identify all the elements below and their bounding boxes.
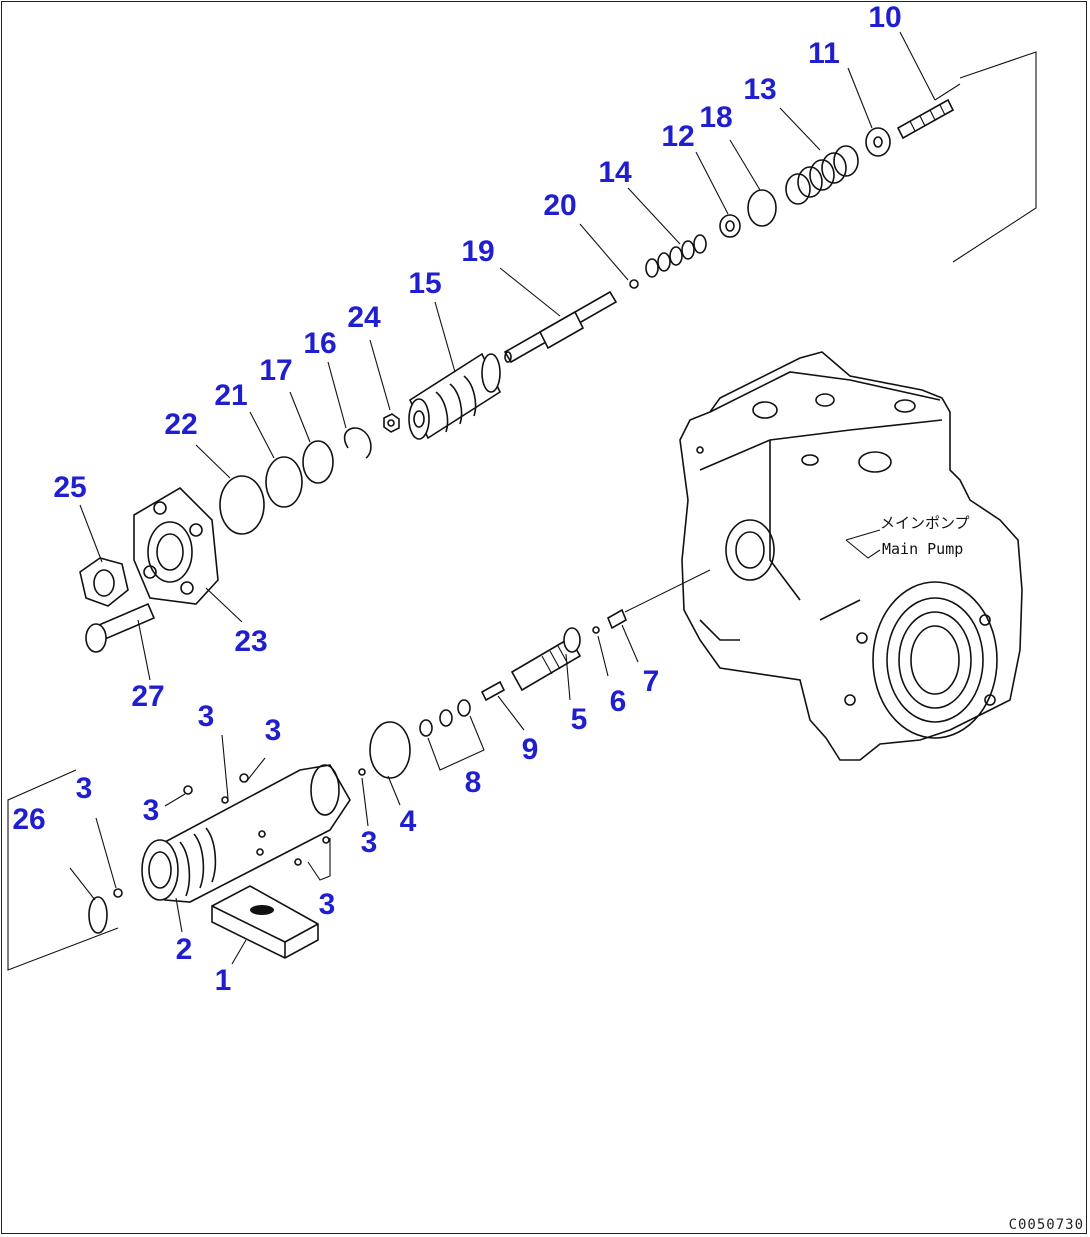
part-7-plug bbox=[606, 608, 628, 630]
part-10-bolt bbox=[896, 98, 955, 140]
callout-18: 18 bbox=[699, 101, 733, 134]
part-24-nut bbox=[383, 413, 400, 433]
callout-16: 16 bbox=[303, 327, 337, 360]
callout-12: 12 bbox=[661, 120, 695, 153]
callout-3-top-left: 3 bbox=[197, 700, 215, 733]
main-pump-label-en: Main Pump bbox=[882, 540, 964, 558]
part-20-ball bbox=[629, 279, 639, 289]
callout-6: 6 bbox=[609, 685, 627, 718]
callout-10: 10 bbox=[868, 1, 902, 34]
part-27-bolt bbox=[85, 602, 156, 653]
part-9-pin bbox=[480, 680, 506, 702]
callout-26: 26 bbox=[12, 803, 46, 836]
callout-3-top-right: 3 bbox=[264, 714, 282, 747]
part-22-oring bbox=[219, 475, 265, 535]
callout-2: 2 bbox=[175, 933, 193, 966]
callout-17: 17 bbox=[259, 354, 293, 387]
callout-1: 1 bbox=[214, 964, 232, 997]
callout-3-right: 3 bbox=[360, 826, 378, 859]
part-16-snapring bbox=[343, 427, 372, 459]
callout-14: 14 bbox=[598, 156, 632, 189]
part-25-nut bbox=[79, 557, 129, 607]
part-1-plate bbox=[211, 885, 319, 959]
part-12-seat bbox=[719, 214, 741, 238]
callout-15: 15 bbox=[408, 267, 442, 300]
part-19-spool bbox=[503, 290, 618, 364]
part-4-oring bbox=[369, 721, 411, 779]
part-17-oring bbox=[302, 440, 334, 484]
part-13-spring bbox=[785, 145, 859, 205]
callout-27: 27 bbox=[131, 680, 165, 713]
main-pump-housing bbox=[679, 351, 1023, 761]
part-18-oring bbox=[747, 189, 777, 227]
callout-3-bottom: 3 bbox=[318, 888, 336, 921]
part-6-ring bbox=[592, 626, 600, 634]
callout-21: 21 bbox=[214, 379, 248, 412]
callout-8: 8 bbox=[464, 766, 482, 799]
part-8-orings bbox=[419, 699, 485, 771]
callout-20: 20 bbox=[543, 189, 577, 222]
callout-25: 25 bbox=[53, 471, 87, 504]
part-15-sleeve bbox=[408, 352, 502, 440]
callout-3-left: 3 bbox=[142, 794, 160, 827]
callout-19: 19 bbox=[461, 235, 495, 268]
part-21-oring bbox=[265, 456, 303, 508]
callout-13: 13 bbox=[743, 73, 777, 106]
callout-23: 23 bbox=[234, 625, 268, 658]
main-pump-label-jp: メインポンプ bbox=[880, 514, 970, 532]
callout-9: 9 bbox=[521, 733, 539, 766]
drawing-code: C0050730 bbox=[1008, 1217, 1084, 1233]
callout-11: 11 bbox=[808, 37, 840, 70]
callout-24: 24 bbox=[347, 301, 381, 334]
leader-lines bbox=[69, 31, 936, 965]
part-14-spring bbox=[645, 234, 707, 278]
part-23-flange bbox=[133, 486, 219, 605]
callout-5: 5 bbox=[570, 703, 588, 736]
callout-3-far-left: 3 bbox=[75, 772, 93, 805]
callout-22: 22 bbox=[164, 408, 198, 441]
part-11-washer bbox=[865, 127, 891, 157]
callout-4: 4 bbox=[399, 805, 417, 838]
callout-7: 7 bbox=[642, 665, 660, 698]
part-5-valve bbox=[510, 627, 582, 692]
part-2-body bbox=[113, 764, 366, 903]
